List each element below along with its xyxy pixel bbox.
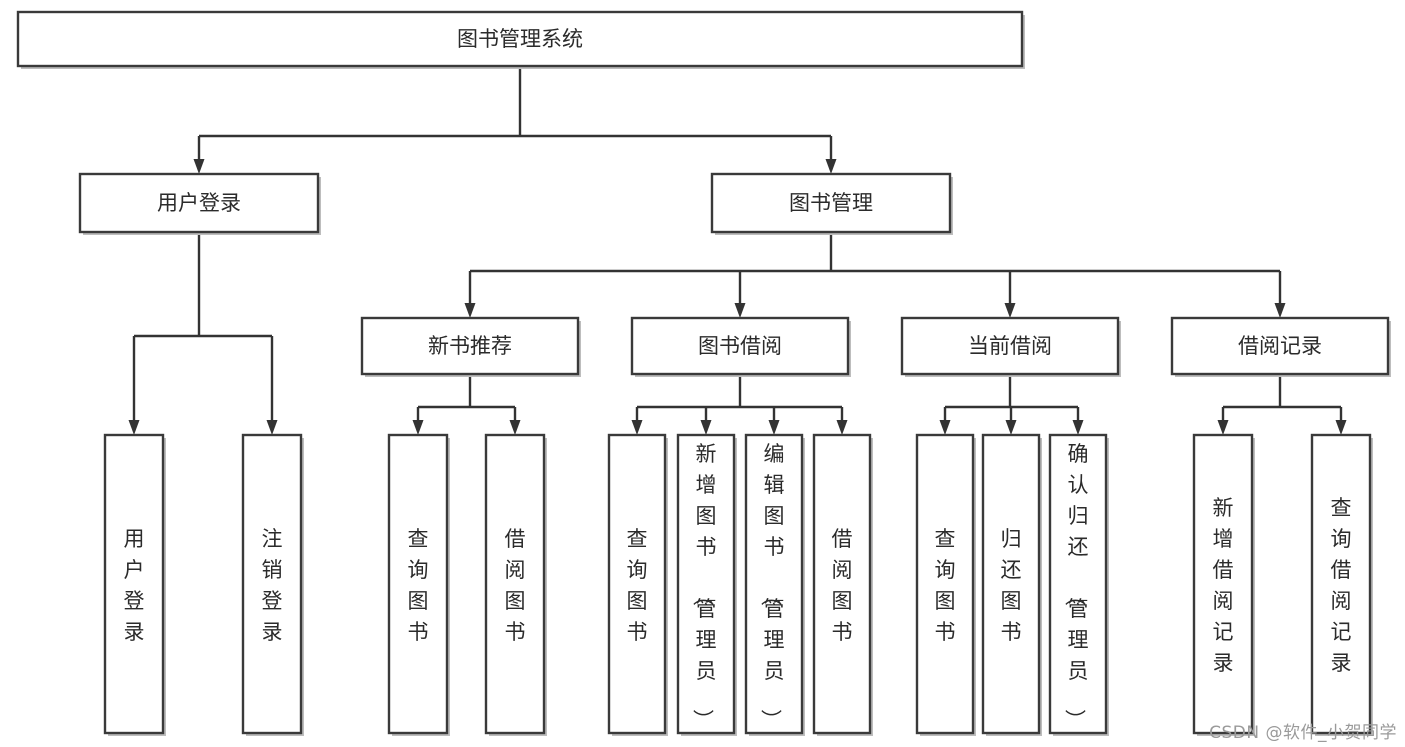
- node-label: 新增借阅记录: [1213, 496, 1234, 675]
- node-current-borrow[interactable]: 当前借阅: [900, 316, 1121, 377]
- node-layer: 图书管理系统用户登录图书管理新书推荐图书借阅当前借阅借阅记录用户登录注销登录查询…: [16, 10, 1391, 736]
- node-leaf-add-book[interactable]: 新增图书（管理员）: [676, 433, 737, 736]
- node-label: 用户登录: [157, 191, 241, 215]
- node-label: 注销登录: [262, 527, 283, 644]
- node-label: 用户登录: [124, 527, 145, 644]
- node-label: 当前借阅: [968, 334, 1052, 358]
- node-leaf-add-record[interactable]: 新增借阅记录: [1192, 433, 1255, 736]
- node-leaf-query-book-2[interactable]: 查询图书: [607, 433, 668, 736]
- node-label: 编辑图书（管理员）: [759, 442, 785, 730]
- node-label: 归还图书: [1001, 527, 1022, 644]
- node-root[interactable]: 图书管理系统: [16, 10, 1025, 69]
- node-leaf-confirm-return[interactable]: 确认归还（管理员）: [1048, 433, 1109, 736]
- node-leaf-borrow-book-1[interactable]: 借阅图书: [484, 433, 547, 736]
- node-label: 查询图书: [935, 527, 956, 644]
- node-label: 图书管理: [789, 191, 873, 215]
- node-book-borrow[interactable]: 图书借阅: [630, 316, 851, 377]
- node-label: 查询借阅记录: [1331, 496, 1352, 675]
- node-label: 查询图书: [408, 527, 429, 644]
- node-book-manage[interactable]: 图书管理: [710, 172, 953, 235]
- node-label: 查询图书: [627, 527, 648, 644]
- node-leaf-query-book-1[interactable]: 查询图书: [387, 433, 450, 736]
- node-leaf-borrow-book-2[interactable]: 借阅图书: [812, 433, 873, 736]
- node-new-book-recommend[interactable]: 新书推荐: [360, 316, 581, 377]
- csdn-watermark: CSDN @软件_小贺同学: [1209, 723, 1397, 743]
- node-user-login[interactable]: 用户登录: [78, 172, 321, 235]
- node-label: 图书管理系统: [457, 27, 583, 51]
- node-borrow-record[interactable]: 借阅记录: [1170, 316, 1391, 377]
- node-label: 图书借阅: [698, 334, 782, 358]
- node-leaf-logout[interactable]: 注销登录: [241, 433, 304, 736]
- node-label: 新书推荐: [428, 334, 512, 358]
- connector-layer: [128, 66, 1347, 435]
- node-label: 借阅记录: [1238, 334, 1322, 358]
- node-leaf-query-book-3[interactable]: 查询图书: [915, 433, 976, 736]
- node-label: 借阅图书: [832, 527, 853, 644]
- node-leaf-user-login[interactable]: 用户登录: [103, 433, 166, 736]
- node-leaf-return-book[interactable]: 归还图书: [981, 433, 1042, 736]
- node-label: 确认归还（管理员）: [1063, 442, 1089, 730]
- node-label: 新增图书（管理员）: [691, 442, 717, 730]
- node-leaf-query-record[interactable]: 查询借阅记录: [1310, 433, 1373, 736]
- node-label: 借阅图书: [505, 527, 526, 644]
- node-leaf-edit-book[interactable]: 编辑图书（管理员）: [744, 433, 805, 736]
